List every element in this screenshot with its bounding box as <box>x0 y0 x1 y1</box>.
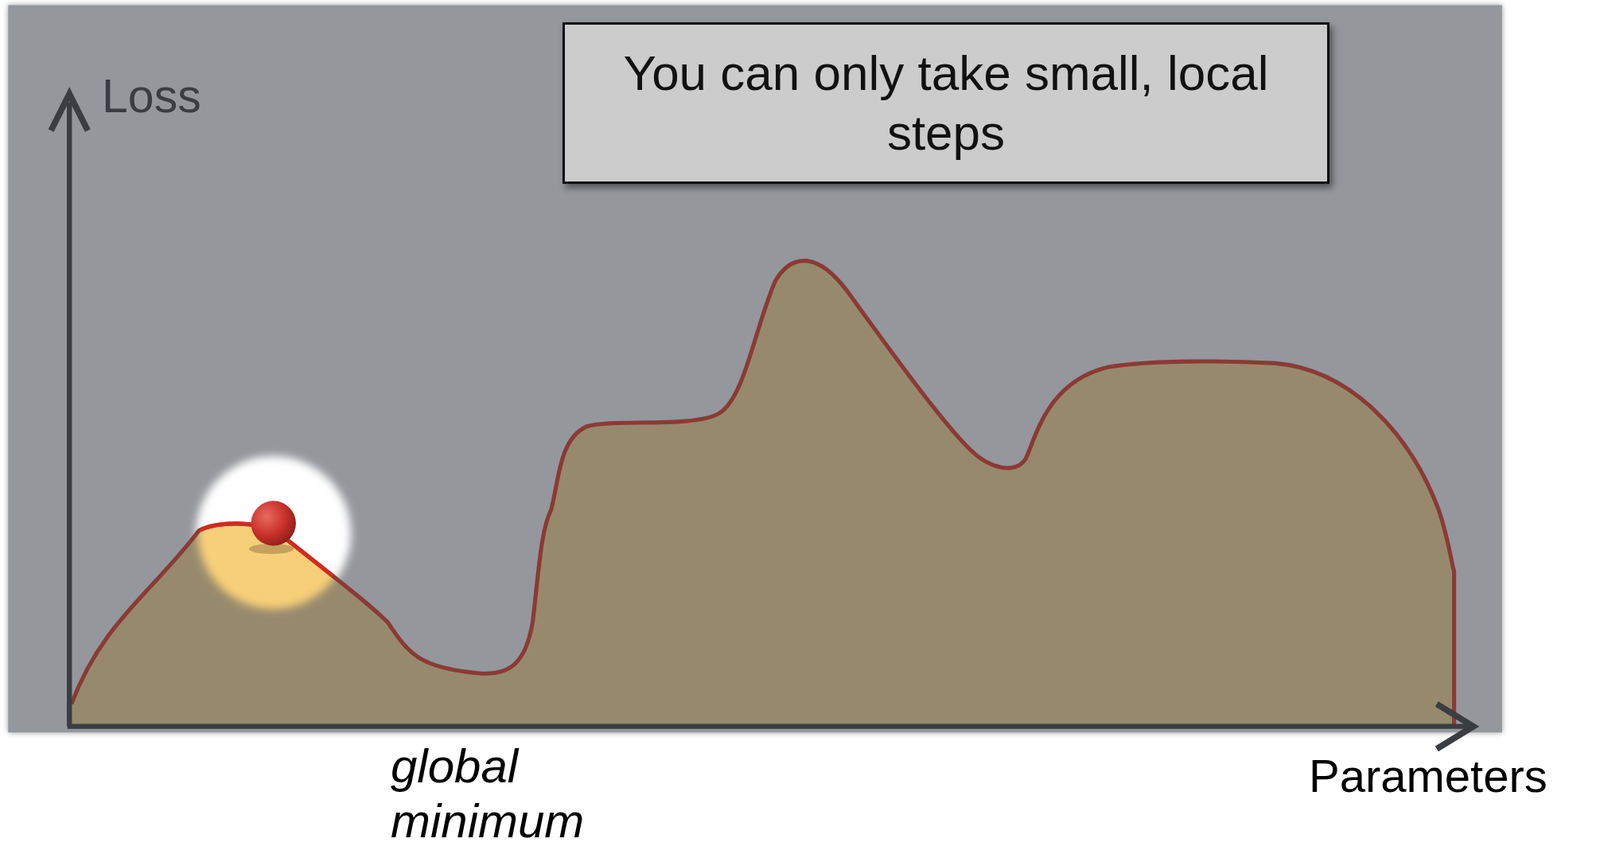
step-region <box>198 458 350 610</box>
axis-label: Parameters <box>1308 749 1548 803</box>
y-arrowhead <box>50 93 88 131</box>
callout-box: You can only take small, local steps <box>562 22 1330 184</box>
loss-surface <box>71 260 1455 727</box>
loss-curve <box>71 260 1455 727</box>
background-panel <box>7 4 1503 732</box>
x-arrowhead <box>1436 703 1474 748</box>
x-axis <box>67 723 1470 728</box>
ball <box>251 500 296 546</box>
y-axis <box>66 101 72 726</box>
axis-label: Loss <box>101 70 202 125</box>
minimum-label: global minimum <box>390 738 622 849</box>
callout-text: You can only take small, local steps <box>596 43 1296 163</box>
